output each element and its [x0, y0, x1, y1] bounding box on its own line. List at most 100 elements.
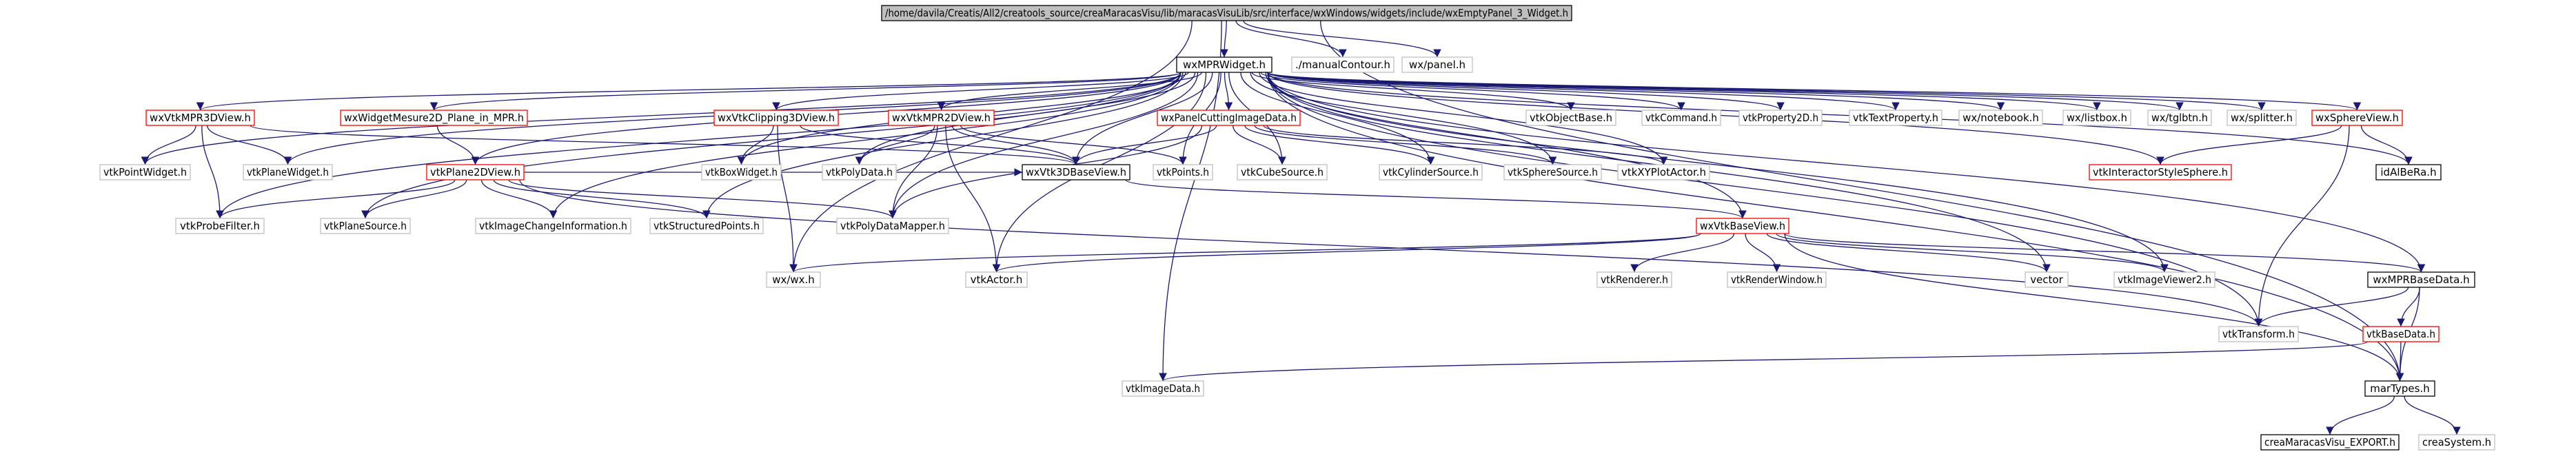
node-box	[1176, 56, 1272, 73]
node-label: vtkPoints.h	[1157, 166, 1209, 178]
node-wxVtkBaseView[interactable]: wxVtkBaseView.h	[1696, 218, 1789, 234]
edge-marTypes-to-creaMaracasVisu_EXPORT	[2326, 395, 2395, 435]
node-box	[475, 218, 631, 234]
node-wxVtkClipping3DView[interactable]: wxVtkClipping3DView.h	[713, 110, 839, 126]
node-label: vtkProbeFilter.h	[180, 220, 260, 232]
node-box	[1525, 110, 1616, 126]
node-box	[2362, 326, 2440, 342]
node-vtkInteractorStyleSphere[interactable]: vtkInteractorStyleSphere.h	[2089, 164, 2232, 180]
node-label: wxMPRBaseData.h	[2373, 274, 2469, 286]
node-vtkImageViewer2: vtkImageViewer2.h	[2113, 271, 2215, 288]
node-box	[2089, 164, 2232, 180]
edge-wxPanelCuttingImageData-to-vtkCylinderSource	[1244, 125, 1435, 165]
edge-wxMPRWidget-to-vtkStructuredPoints	[702, 72, 1184, 219]
edge-wxPanelCuttingImageData-to-wxVtk3DBaseView	[1072, 125, 1217, 165]
edge-wxVtkMPR3DView-to-vtkProbeFilter	[201, 125, 224, 219]
edge-vtkBaseData-to-vtkImageData	[1159, 341, 2368, 382]
edge-vtkPlane2DView-to-vtkPlaneSource	[361, 179, 467, 219]
node-vtkRenderWindow: vtkRenderWindow.h	[1727, 271, 1827, 288]
node-box	[1291, 56, 1395, 73]
edge-wxMPRWidget-to-vtkXYPlotActor	[1259, 72, 1668, 165]
node-box	[2367, 271, 2475, 288]
node-vtkRenderer: vtkRenderer.h	[1596, 271, 1672, 288]
node-wxVtk3DBaseView[interactable]: wxVtk3DBaseView.h	[1022, 164, 1130, 180]
edge-wxVtkMPR2DView-to-vtkPolyDataMapper	[889, 125, 938, 219]
node-vtkCubeSource: vtkCubeSource.h	[1237, 164, 1328, 180]
node-root[interactable]: /home/davila/Creatis/All2/creatools_sour…	[881, 5, 1572, 21]
node-label: wx/listbox.h	[2067, 112, 2127, 124]
node-creaSystem: creaSystem.h	[2418, 434, 2495, 451]
node-label: wxMPRWidget.h	[1183, 59, 1266, 71]
node-wxVtkMPR2DView[interactable]: wxVtkMPR2DView.h	[888, 110, 995, 126]
edge-wxMPRWidget-to-wxVtkClipping3DView	[772, 72, 1189, 111]
node-label: vtkPolyDataMapper.h	[840, 220, 945, 232]
node-marTypes[interactable]: marTypes.h	[2364, 380, 2435, 397]
edge-wxVtkBaseView-to-vtkRenderWindow	[1745, 233, 1781, 273]
edge-wxVtkBaseView-to-wxMPRBaseData	[1784, 233, 2425, 273]
node-label: vtkPlaneSource.h	[324, 220, 407, 232]
node-label: creaMaracasVisu_EXPORT.h	[2264, 436, 2395, 449]
node-box	[2147, 110, 2212, 126]
edge-wxMPRWidget-to-vtkProbeFilter	[216, 72, 1181, 219]
edge-root-to-vtkImageData	[1159, 20, 1222, 382]
node-vtkPointWidget: vtkPointWidget.h	[99, 164, 191, 180]
node-wxWidgetMesure2D[interactable]: wxWidgetMesure2D_Plane_in_MPR.h	[340, 110, 528, 126]
edge-wxPanelCuttingImageData-to-vtkCubeSource	[1233, 125, 1286, 165]
node-wxVtkMPR3DView[interactable]: wxVtkMPR3DView.h	[145, 110, 255, 126]
edge-wxVtkBaseView-to-vector	[1766, 233, 2051, 273]
edge-wxVtkMPR3DView-to-wxVtk3DBaseView	[250, 125, 1080, 165]
node-vtkPlane2DView[interactable]: vtkPlane2DView.h	[426, 164, 525, 180]
node-vtkPlaneSource: vtkPlaneSource.h	[320, 218, 411, 234]
node-label: vtkPointWidget.h	[103, 166, 187, 178]
node-wxSphereView[interactable]: wxSphereView.h	[2311, 110, 2403, 126]
node-box	[2218, 326, 2299, 342]
node-creaMaracasVisu_EXPORT[interactable]: creaMaracasVisu_EXPORT.h	[2260, 434, 2400, 451]
node-label: idAlBeRa.h	[2380, 166, 2436, 178]
node-label: vtkTransform.h	[2222, 328, 2295, 340]
edge-wxVtkMPR2DView-to-vtkPoints	[960, 125, 1187, 165]
edge-wxVtkBaseView-to-vtkRenderer	[1630, 233, 1735, 273]
edge-vtkPlane2DView-to-vtkTransform	[519, 179, 2263, 327]
edge-root-to-wxMPRWidget	[1220, 20, 1228, 58]
node-idAlBeRa[interactable]: idAlBeRa.h	[2375, 164, 2442, 180]
node-box	[881, 5, 1572, 21]
node-wxMPRBaseData[interactable]: wxMPRBaseData.h	[2367, 271, 2475, 288]
edge-wxMPRWidget-to-notebook	[1267, 72, 2005, 111]
node-label: wx/splitter.h	[2231, 112, 2293, 124]
node-box	[1958, 110, 2043, 126]
node-vtkStructuredPoints: vtkStructuredPoints.h	[649, 218, 764, 234]
node-vtkXYPlotActor: vtkXYPlotActor.h	[1617, 164, 1710, 180]
edge-wxPanelCuttingImageData-to-vtkXYPlotActor	[1263, 125, 1668, 165]
node-label: vtkCommand.h	[1645, 112, 1717, 124]
edge-vtkPlane2DView-to-vtkProbeFilter	[216, 179, 456, 219]
edge-wxMPRWidget-to-wxVtk3DBaseView	[1072, 72, 1213, 165]
edge-wxVtkClipping3DView-to-wxVtk3DBaseView	[800, 125, 1080, 165]
node-wxMPRWidget[interactable]: wxMPRWidget.h	[1176, 56, 1272, 73]
node-box	[2260, 434, 2400, 451]
node-label: wxWidgetMesure2D_Plane_in_MPR.h	[344, 112, 524, 125]
node-wxwx: wx/wx.h	[766, 271, 821, 288]
edge-marTypes-to-creaSystem	[2404, 395, 2461, 435]
node-box	[2025, 271, 2069, 288]
node-label: ./manualContour.h	[1295, 59, 1390, 71]
node-label: vtkRenderer.h	[1601, 274, 1668, 286]
node-label: vtkProperty2D.h	[1743, 112, 1818, 124]
edge-wxVtkClipping3DView-to-vtkBoxWidget	[737, 125, 774, 165]
node-vector: vector	[2025, 271, 2069, 288]
node-box	[1379, 164, 1483, 180]
node-listbox: wx/listbox.h	[2062, 110, 2131, 126]
node-label: marTypes.h	[2370, 382, 2430, 395]
node-box	[1122, 380, 1204, 397]
node-vtkBaseData[interactable]: vtkBaseData.h	[2362, 326, 2440, 342]
node-label: wxSphereView.h	[2315, 112, 2399, 124]
node-box	[1237, 164, 1328, 180]
node-wxPanelCuttingImageData[interactable]: wxPanelCuttingImageData.h	[1157, 110, 1301, 126]
edge-wxVtk3DBaseView-to-wxVtkBaseView	[1125, 179, 1747, 219]
node-label: vtkObjectBase.h	[1530, 112, 1612, 124]
node-box	[1401, 56, 1473, 73]
node-label: wxVtk3DBaseView.h	[1026, 166, 1126, 178]
node-box	[766, 271, 821, 288]
node-label: vtkImageViewer2.h	[2118, 274, 2211, 286]
node-vtkImageChangeInformation: vtkImageChangeInformation.h	[475, 218, 631, 234]
node-box	[2375, 164, 2442, 180]
